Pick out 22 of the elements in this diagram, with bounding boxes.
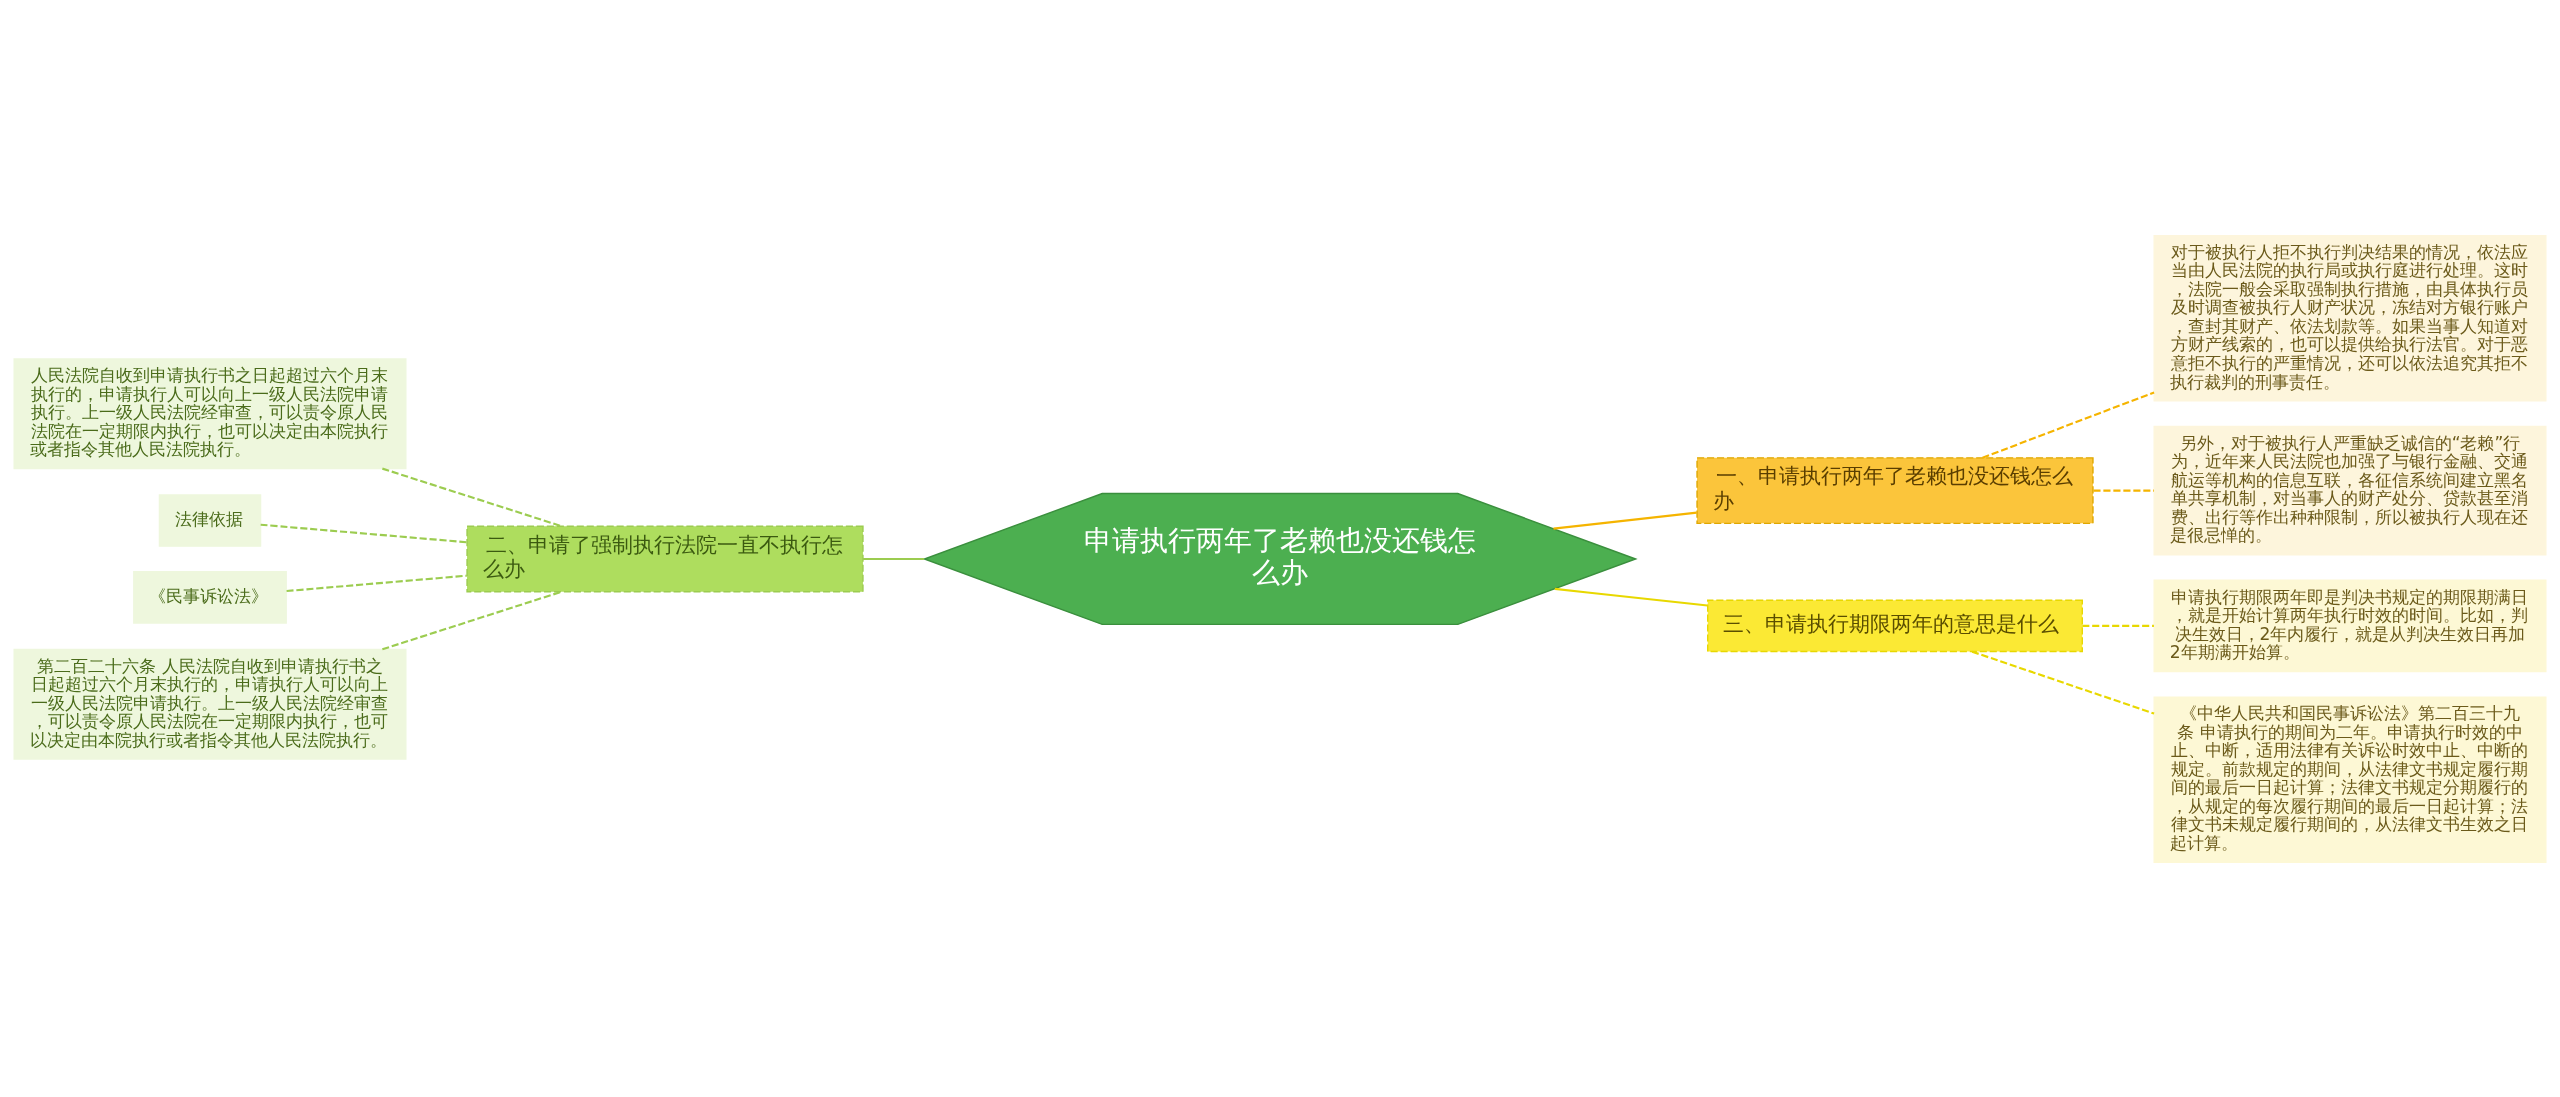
connector xyxy=(1553,511,1697,530)
connector xyxy=(382,590,562,650)
node-box: 第二百二十六条 人民法院自收到申请执行书之日起超过六个月末执行的，申请执行人可以向上一级人民法院申请执行。上一级人民法院经审查，可以责令原人民法院在一定期限内执行，也可以决定由本院执行或者指令其他人民法院执行。 xyxy=(13,648,407,760)
connector xyxy=(2093,489,2155,492)
node-box: 申请执行期限两年即是判决书规定的期限期满日，就是开始计算两年执行时效的时间。比如，判决生效日，2年内履行，就是从判决生效日再加2年期满开始算。 xyxy=(2153,579,2547,672)
node-box: 三、申请执行期限两年的意思是什么 xyxy=(1707,599,2083,652)
connector xyxy=(2082,624,2154,627)
node-box: 《中华人民共和国民事诉讼法》第二百三十九条 申请执行的期间为二年。申请执行时效的中止、中断，适用法律有关诉讼时效中止、中断的规定。前款规定的期间，从法律文书规定履行期间的最后一日起计算；法律文书规定分期履行的，从规定的每次履行期间的最后一日起计算；法律文书未规定履行期间的，从法律文书生效之日起计算。 xyxy=(2153,695,2547,863)
connector xyxy=(1554,587,1708,607)
connector xyxy=(1971,650,2155,715)
node-box: 法律依据 xyxy=(158,493,262,547)
connector xyxy=(382,467,562,527)
node-box: 对于被执行人拒不执行判决结果的情况，依法应当由人民法院的执行局或执行庭进行处理。这时，法院一般会采取强制执行措施，由具体执行员及时调查被执行人财产状况，冻结对方银行账户，查封其财产、依法划款等。如果当事人知道对方财产线索的，也可以提供给执行法官。对于恶意拒不执行的严重情况，还可以依法追究其拒不执行裁判的刑事责任。 xyxy=(2153,234,2547,402)
node-box: 另外，对于被执行人严重缺乏诚信的“老赖”行为，近年来人民法院也加强了与银行金融、交通航运等机构的信息互联，各征信系统间建立黑名单共享机制，对当事人的财产处分、贷款甚至消费、出行等作出种种限制，所以被执行人现在还是很忌惮的。 xyxy=(2153,425,2547,555)
node-box: 二、申请了强制执行法院一直不执行怎么办 xyxy=(466,525,864,592)
connector xyxy=(1982,390,2155,459)
connector xyxy=(863,557,925,560)
node-box: 人民法院自收到申请执行书之日起超过六个月末执行的，申请执行人可以向上一级人民法院申请执行。上一级人民法院经审查，可以责令原人民法院在一定期限内执行，也可以决定由本院执行或者指令其他人民法院执行。 xyxy=(13,357,407,469)
connector xyxy=(286,574,467,592)
node-box: 《民事诉讼法》 xyxy=(133,570,287,624)
connector xyxy=(260,523,468,543)
node-box: 一、申请执行两年了老赖也没还钱怎么办 xyxy=(1696,456,2094,524)
